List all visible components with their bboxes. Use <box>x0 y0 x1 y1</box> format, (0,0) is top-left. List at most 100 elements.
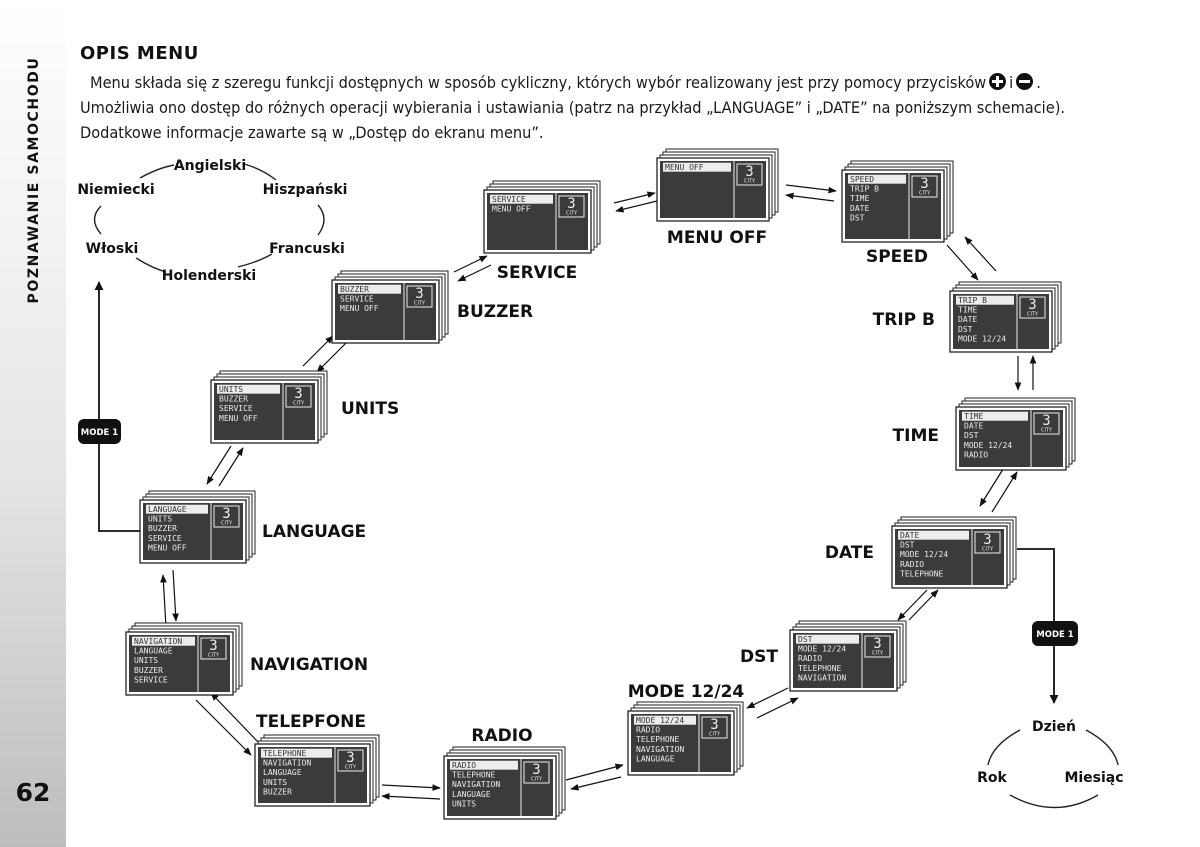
menu-line: DATE <box>964 422 983 431</box>
lang-holenderski: Holenderski <box>162 268 256 284</box>
menu-line: MODE 12/24 <box>900 550 948 559</box>
display-value: 3 <box>873 636 881 652</box>
display-value: 3 <box>1028 297 1036 313</box>
menu-line: UNITS <box>148 515 172 524</box>
screen-label: DST <box>740 647 778 667</box>
lang-hiszpanski: Hiszpański <box>263 182 348 198</box>
minus-circle-icon <box>1016 73 1034 90</box>
navigation-arrows <box>160 184 1037 800</box>
screen-lcd <box>845 173 941 239</box>
menu-line: UNITS <box>134 656 158 665</box>
display-box <box>285 385 312 408</box>
menu-line: SERVICE <box>219 404 253 413</box>
mode1-badge-right <box>1032 621 1078 646</box>
menu-screen-8: 3CITYTELEPHONENAVIGATIONLANGUAGEUNITSBUZ… <box>254 712 380 807</box>
menu-line: TELEPHONE <box>452 771 496 780</box>
selected-highlight <box>217 384 280 394</box>
menu-line: DST <box>964 431 979 440</box>
menu-line: BUZZER <box>263 787 292 796</box>
selected-highlight <box>450 760 518 770</box>
menu-line: MODE 12/24 <box>964 441 1012 450</box>
display-value: 3 <box>567 196 575 212</box>
menu-line: SPEED <box>850 175 874 184</box>
selected-highlight <box>956 295 1014 305</box>
page-title: OPIS MENU <box>80 43 199 64</box>
screen-label: UNITS <box>341 399 399 419</box>
menu-line: BUZZER <box>148 524 177 533</box>
display-unit: CITY <box>221 521 233 527</box>
menu-line: MENU OFF <box>665 163 704 172</box>
display-unit: CITY <box>872 651 884 657</box>
menu-line: NAVIGATION <box>134 637 182 646</box>
screen-label: TIME <box>893 426 939 446</box>
mode1-right-connector: MODE 1 <box>1017 548 1078 704</box>
display-box <box>337 749 364 772</box>
display-value: 3 <box>209 638 217 654</box>
menu-line: RADIO <box>452 761 476 770</box>
display-unit: CITY <box>208 653 220 659</box>
selected-highlight <box>848 174 906 184</box>
menu-line: SERVICE <box>148 534 182 543</box>
menu-line: RADIO <box>798 654 822 663</box>
screen-label: MODE 12/24 <box>628 682 745 702</box>
display-box <box>974 531 1001 554</box>
screen-label: RADIO <box>471 726 532 746</box>
display-box <box>523 761 550 784</box>
selected-highlight <box>634 715 696 725</box>
menu-line: DATE <box>850 204 869 213</box>
menu-line: RADIO <box>636 726 660 735</box>
menu-line: TIME <box>958 306 977 315</box>
menu-line: MODE 12/24 <box>636 716 684 725</box>
display-unit: CITY <box>345 765 357 771</box>
menu-line: SERVICE <box>134 675 168 684</box>
mode1-badge-left <box>78 419 121 444</box>
display-unit: CITY <box>744 179 756 185</box>
intro-line-2: Umożliwia ono dostęp do różnych operacji… <box>80 98 1066 117</box>
selected-highlight <box>898 530 969 540</box>
menu-line: BUZZER <box>340 285 369 294</box>
page-number: 62 <box>15 778 51 807</box>
display-unit: CITY <box>709 732 721 738</box>
menu-line: MODE 12/24 <box>958 334 1006 343</box>
menu-screen-7: 3CITYRADIOTELEPHONENAVIGATIONLANGUAGEUNI… <box>443 726 566 820</box>
menu-line: TELEPHONE <box>900 569 944 578</box>
screen-label: LANGUAGE <box>262 522 366 542</box>
display-value: 3 <box>415 286 423 302</box>
screen-label: BUZZER <box>457 302 533 322</box>
lang-francuski: Francuski <box>269 241 345 257</box>
menu-line: TELEPHONE <box>798 664 842 673</box>
mode1-badge-left-label: MODE 1 <box>81 428 119 438</box>
menu-line: NAVIGATION <box>636 745 684 754</box>
display-unit: CITY <box>982 547 994 553</box>
selected-highlight <box>146 504 208 514</box>
display-unit: CITY <box>919 191 931 197</box>
display-value: 3 <box>983 532 991 548</box>
screen-label: NAVIGATION <box>250 655 368 675</box>
intro-line-1: Menu składa się z szeregu funkcji dostęp… <box>80 73 1041 92</box>
display-box <box>1033 412 1060 435</box>
display-value: 3 <box>294 386 302 402</box>
menu-line: LANGUAGE <box>134 647 173 656</box>
display-value: 3 <box>745 164 753 180</box>
menu-line: TIME <box>850 194 869 203</box>
plus-circle-icon <box>989 73 1007 90</box>
display-box <box>864 635 891 658</box>
screen-label: DATE <box>825 543 874 563</box>
display-box <box>213 505 240 528</box>
menu-line: SERVICE <box>340 295 374 304</box>
menu-line: DST <box>798 635 813 644</box>
menu-line: LANGUAGE <box>148 505 187 514</box>
screen-label: MENU OFF <box>667 228 767 248</box>
date-dzien: Dzień <box>1032 719 1076 735</box>
menu-line: NAVIGATION <box>263 759 311 768</box>
selected-highlight <box>490 194 553 204</box>
display-box <box>558 195 585 218</box>
menu-line: BUZZER <box>219 395 248 404</box>
lang-angielski: Angielski <box>174 158 246 174</box>
display-unit: CITY <box>293 401 305 407</box>
menu-line: SERVICE <box>492 195 526 204</box>
intro-line-3: Dodatkowe informacje zawarte są w „Dostę… <box>80 123 544 142</box>
lang-niemiecki: Niemiecki <box>77 182 154 198</box>
